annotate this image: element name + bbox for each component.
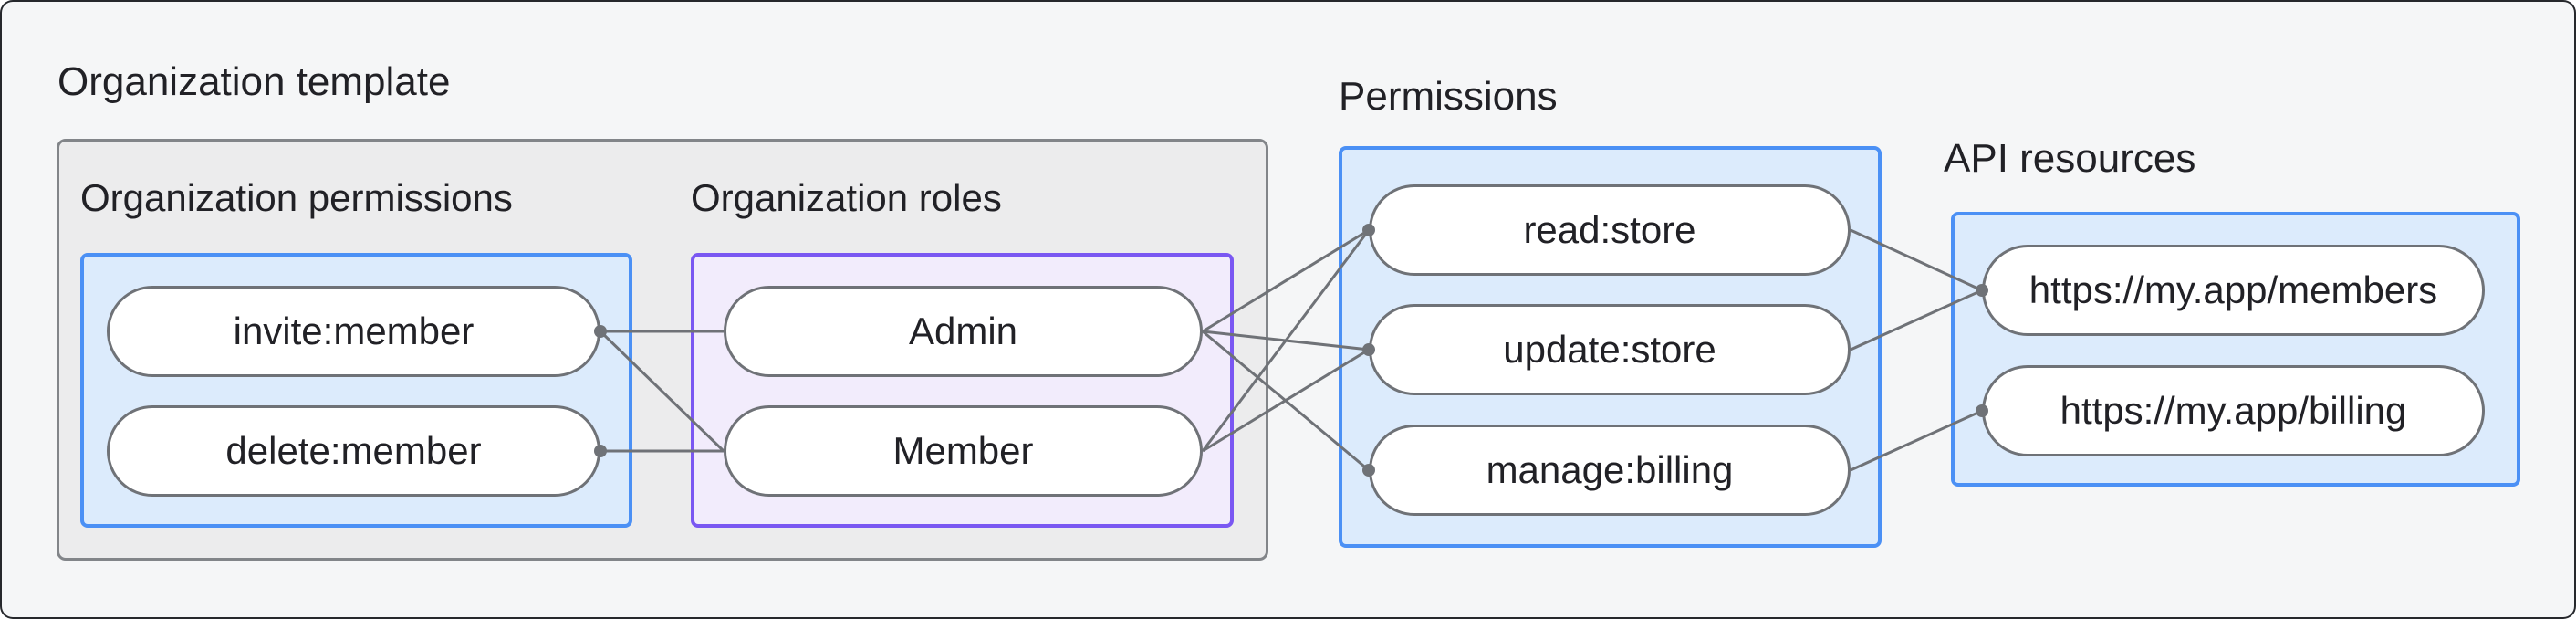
permissions-title: Permissions (1339, 74, 1558, 119)
invite-member-node: invite:member (107, 286, 600, 377)
read-store-node: read:store (1369, 184, 1851, 276)
billing-api-node: https://my.app/billing (1982, 365, 2485, 456)
update-store-node: update:store (1369, 304, 1851, 395)
members-api-node: https://my.app/members (1982, 245, 2485, 336)
delete-member-node: delete:member (107, 405, 600, 497)
api-resources-title: API resources (1944, 136, 2196, 181)
member-role-node: Member (724, 405, 1203, 497)
manage-billing-node: manage:billing (1369, 425, 1851, 516)
organization-template-title: Organization template (57, 59, 451, 104)
admin-role-node: Admin (724, 286, 1203, 377)
organization-roles-label: Organization roles (691, 176, 1002, 219)
organization-permissions-label: Organization permissions (80, 176, 513, 219)
